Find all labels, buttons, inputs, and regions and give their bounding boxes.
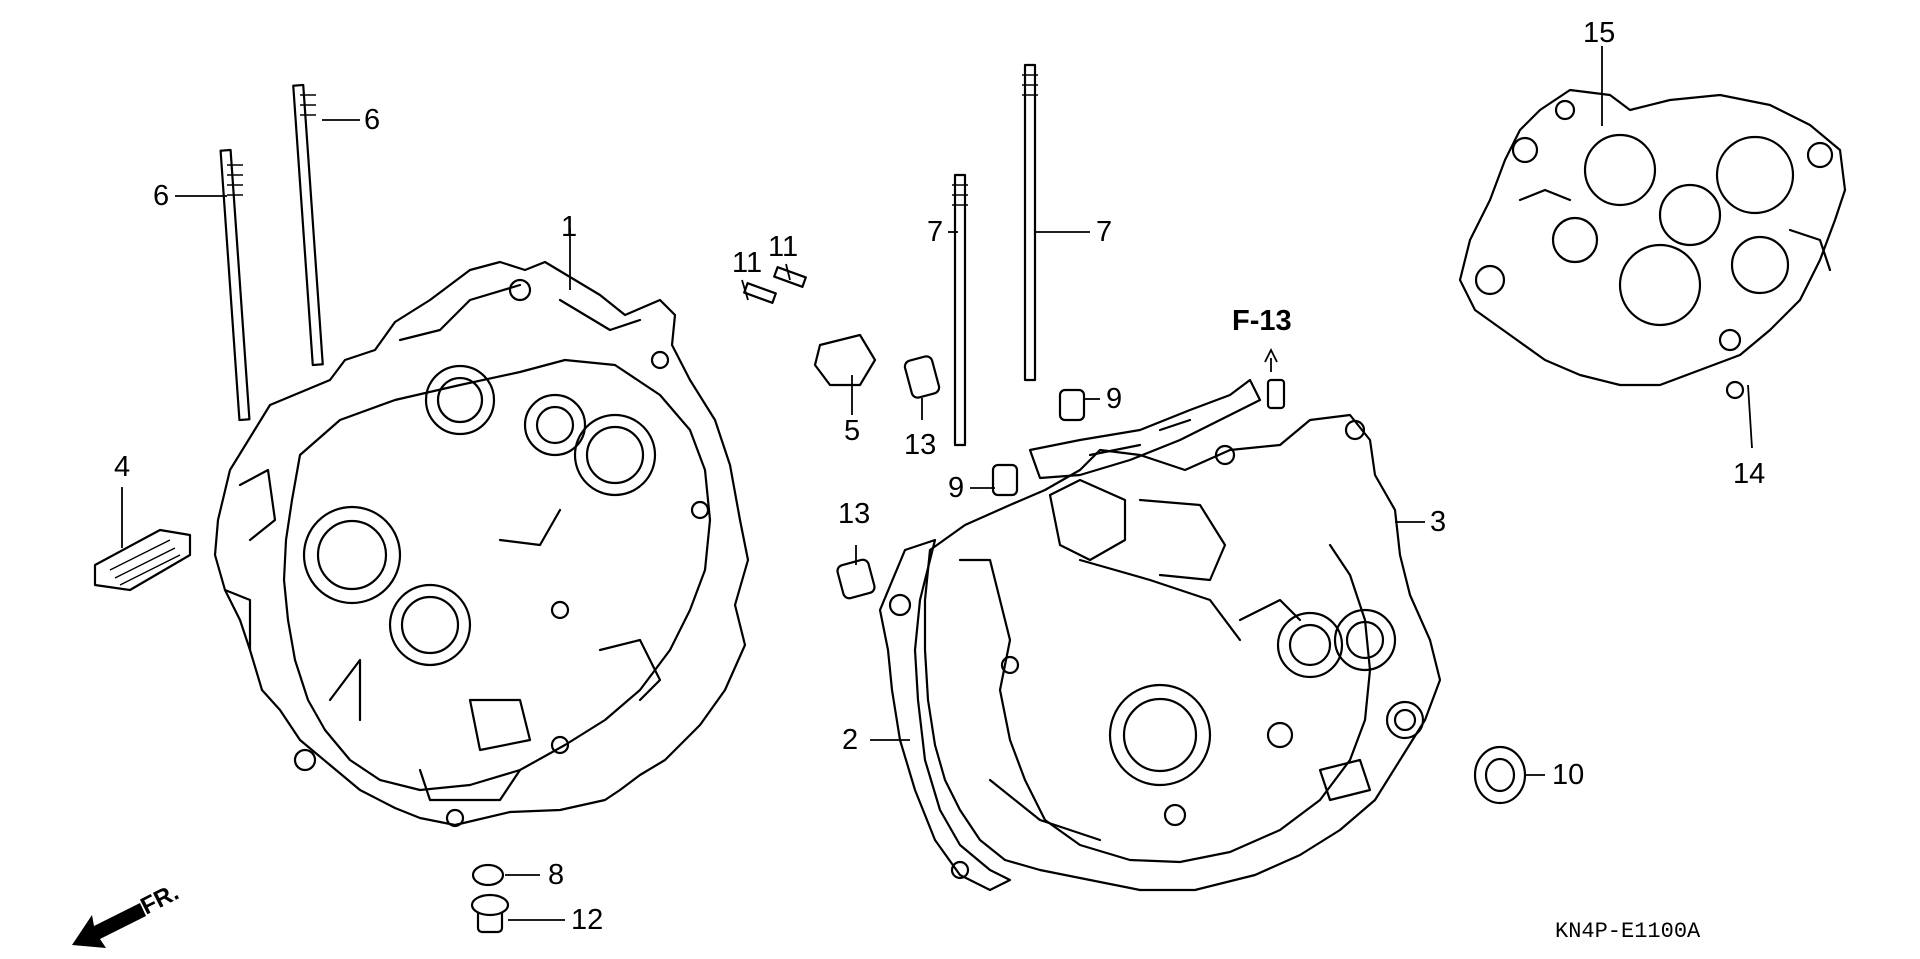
oil-seal xyxy=(1473,745,1527,805)
callout-4: 4 xyxy=(114,451,130,483)
callout-11a: 11 xyxy=(732,247,762,279)
leader-lines xyxy=(121,46,1753,921)
dowel-pins xyxy=(836,355,941,600)
callout-7b: 7 xyxy=(1096,216,1112,248)
callout-15: 15 xyxy=(1583,17,1615,49)
reference-bolt xyxy=(1266,378,1286,410)
callout-3: 3 xyxy=(1430,506,1446,538)
stud-bolt-group xyxy=(219,63,1038,447)
callout-1: 1 xyxy=(561,211,577,243)
callout-13a: 13 xyxy=(904,429,936,461)
callout-14: 14 xyxy=(1733,458,1765,490)
callout-8: 8 xyxy=(548,859,564,891)
callout-2: 2 xyxy=(842,724,858,756)
sealing-washer xyxy=(471,863,505,887)
right-crankcase-half xyxy=(878,378,1442,892)
drain-plug xyxy=(470,893,510,934)
callout-6a: 6 xyxy=(364,104,380,136)
front-direction-arrow: FR. xyxy=(72,879,183,948)
drawing-code: KN4P-E1100A xyxy=(1555,919,1701,944)
oil-strainer xyxy=(93,528,192,592)
callout-6b: 6 xyxy=(153,180,169,212)
setting-plate xyxy=(813,333,877,387)
callout-5: 5 xyxy=(844,415,860,447)
crankcase-gasket xyxy=(1458,88,1847,400)
callout-7a: 7 xyxy=(927,216,943,248)
left-crankcase-half xyxy=(213,260,750,828)
callout-9a: 9 xyxy=(1106,383,1122,415)
callout-9b: 9 xyxy=(948,472,964,504)
callout-13b: 13 xyxy=(838,498,870,530)
callout-11b: 11 xyxy=(768,231,798,263)
callout-10: 10 xyxy=(1552,759,1584,791)
dowel-9 xyxy=(991,388,1086,497)
section-reference: F-13 xyxy=(1232,305,1292,337)
callout-12: 12 xyxy=(571,904,603,936)
